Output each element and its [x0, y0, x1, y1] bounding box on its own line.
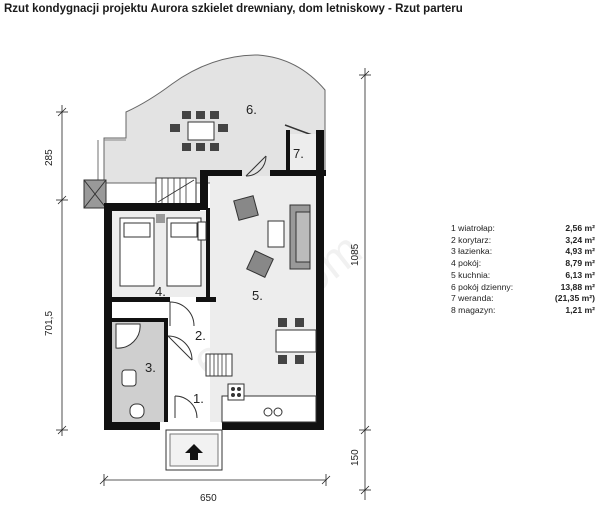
kitchen-table: [275, 329, 317, 353]
terrace-table: [187, 121, 215, 141]
armchair: [246, 250, 274, 278]
armchair: [233, 195, 259, 221]
dimension-right-total: 1085: [350, 243, 361, 266]
room-number-7: 7.: [293, 146, 304, 161]
room-number-1: 1.: [193, 391, 204, 406]
legend-row: 6 pokój dzienny:13,88 m²: [451, 281, 595, 292]
legend-row: 8 magazyn:1,21 m²: [451, 304, 595, 315]
dimension-right-entry: 150: [350, 449, 361, 466]
room-area-legend: 1 wiatrołap:2,56 m² 2 korytarz:3,24 m² 3…: [451, 223, 595, 317]
room-number-2: 2.: [195, 328, 206, 343]
room-7-floor: [290, 134, 316, 170]
dimension-left-upper: 285: [44, 149, 55, 166]
dimension-width: 650: [200, 493, 217, 504]
legend-row: 7 weranda:(21,35 m²): [451, 293, 595, 304]
entrance-arrow: [185, 444, 203, 460]
room-number-5: 5.: [252, 288, 263, 303]
legend-row: 3 łazienka:4,93 m²: [451, 246, 595, 257]
legend-row: 1 wiatrołap:2,56 m²: [451, 223, 595, 233]
legend-row: 4 pokój:8,79 m²: [451, 258, 595, 269]
dimension-left-lower: 701,5: [44, 311, 55, 336]
room-number-3: 3.: [145, 360, 156, 375]
room-number-4: 4.: [155, 284, 166, 299]
legend-row: 5 kuchnia:6,13 m²: [451, 269, 595, 280]
room-number-6: 6.: [246, 102, 257, 117]
legend-row: 2 korytarz:3,24 m²: [451, 234, 595, 245]
plan-title: Rzut kondygnacji projektu Aurora szkiele…: [4, 3, 463, 15]
